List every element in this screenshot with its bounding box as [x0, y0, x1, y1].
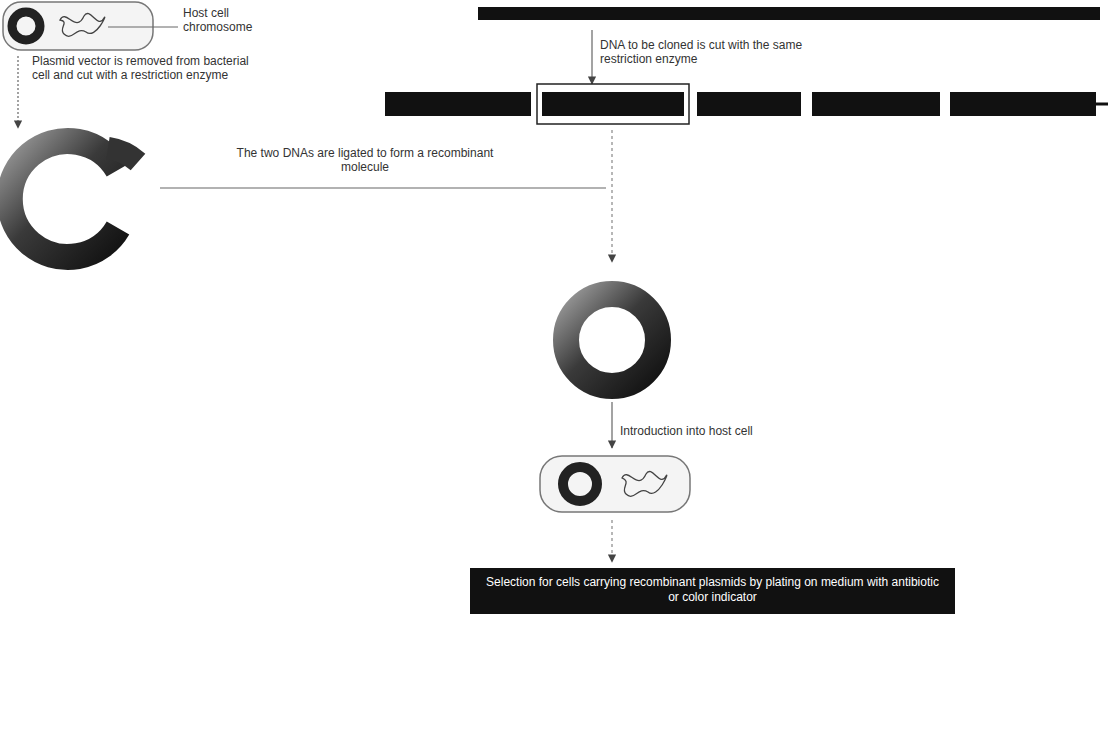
dna-molecule	[478, 7, 1100, 20]
arrow	[591, 30, 592, 84]
annotation-label: The two DNAs are ligated to form a recom…	[215, 146, 515, 174]
dna-fragment	[950, 92, 1096, 116]
dna-fragment	[385, 92, 531, 116]
host-cell	[3, 2, 153, 50]
plasmid	[12, 12, 40, 40]
annotation-label: DNA to be cloned is cut with the same re…	[600, 38, 840, 66]
arrow	[17, 56, 18, 128]
arrow	[611, 402, 612, 448]
arrow	[611, 520, 612, 562]
annotation-label: Plasmid vector is removed from bacterial…	[32, 54, 267, 82]
dna-fragment	[542, 92, 684, 116]
node-text: Selection for cells carrying recombinant…	[482, 575, 943, 605]
label-text: Host cell chromosome	[183, 6, 252, 34]
arrow	[611, 130, 612, 262]
annotation-label: Introduction into host cell	[620, 424, 820, 438]
recombinant-plasmid	[563, 467, 597, 501]
dna-end	[1096, 103, 1108, 106]
host-cell	[540, 456, 690, 512]
annotation-label: Host cell chromosome	[183, 6, 263, 34]
dna-fragment	[812, 92, 940, 116]
selected-fragment-box	[537, 84, 689, 124]
recombinant-plasmid	[566, 294, 658, 386]
selection-box: Selection for cells carrying recombinant…	[470, 568, 955, 614]
arrow	[160, 187, 606, 188]
leader-line	[108, 27, 178, 28]
removed-fragment	[108, 148, 138, 162]
label-text: Introduction into host cell	[620, 424, 753, 438]
cut-plasmid	[10, 141, 118, 257]
label-text: DNA to be cloned is cut with the same re…	[600, 38, 802, 66]
chromosome	[622, 471, 667, 496]
chromosome	[60, 13, 105, 36]
dna-fragment	[697, 92, 801, 116]
label-text: The two DNAs are ligated to form a recom…	[237, 146, 494, 174]
label-text: Plasmid vector is removed from bacterial…	[32, 54, 249, 82]
